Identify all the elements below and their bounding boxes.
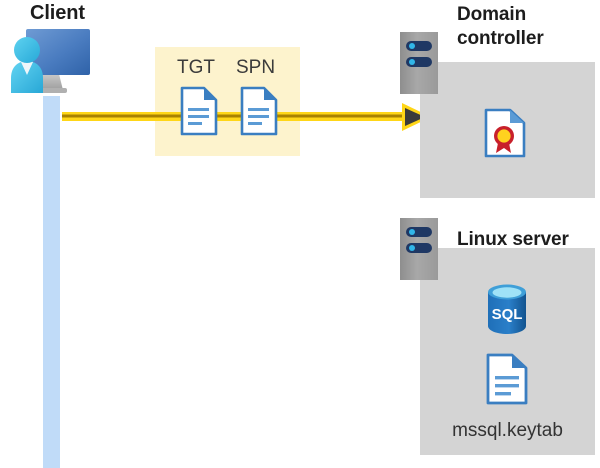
svg-text:SQL: SQL: [492, 306, 523, 323]
server-led-pill: [406, 243, 432, 253]
server-led-pill: [406, 227, 432, 237]
domain-controller-label-line2: controller: [457, 28, 544, 49]
tgt-caption: TGT: [177, 57, 215, 78]
tgt-document-icon: [180, 86, 218, 136]
server-led-dot: [409, 43, 415, 49]
domain-controller-label-line1: Domain: [457, 4, 527, 25]
server-led-dot: [409, 59, 415, 65]
linux-server-panel: [420, 248, 595, 455]
spn-document-icon: [240, 86, 278, 136]
request-arrow-head: [400, 100, 434, 134]
server-led-pill: [406, 57, 432, 67]
linux-server-label: Linux server: [457, 229, 569, 250]
domain-controller-label: Domain controller: [457, 3, 597, 51]
keytab-filename-label: mssql.keytab: [452, 420, 563, 441]
keytab-document-icon: [486, 353, 528, 405]
client-label: Client: [30, 2, 85, 24]
server-led-dot: [409, 245, 415, 251]
request-arrow-line: [62, 112, 407, 121]
certificate-icon: [484, 108, 526, 158]
sql-database-icon: SQL: [485, 283, 529, 335]
spn-caption: SPN: [236, 57, 276, 78]
user-workstation-icon: [5, 27, 91, 103]
server-led-dot: [409, 229, 415, 235]
client-lifeline: [43, 96, 60, 468]
linux-server-tower-icon: [400, 218, 438, 280]
domain-controller-server-tower-icon: [400, 32, 438, 94]
server-led-pill: [406, 41, 432, 51]
